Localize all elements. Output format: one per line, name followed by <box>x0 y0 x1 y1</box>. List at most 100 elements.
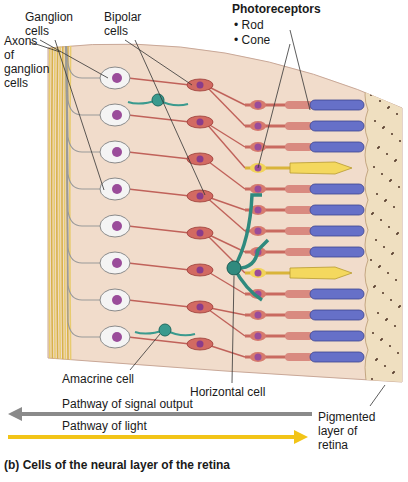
ganglion-nucleus <box>112 147 122 157</box>
receptor-nucleus <box>255 312 262 319</box>
part-label: Horizontal cell <box>190 385 265 399</box>
signal-arrow-shaft <box>20 412 312 416</box>
pigmented-layer <box>365 80 408 390</box>
rod-inner-segment <box>285 227 313 235</box>
bipolar-process <box>128 226 190 233</box>
pigment-granule <box>398 186 400 188</box>
rod-inner-segment <box>285 143 313 151</box>
figure-caption: (b) Cells of the neural layer of the ret… <box>4 458 230 472</box>
pigment-granule <box>398 306 400 308</box>
axon-fiber <box>52 30 53 380</box>
rod-outer-segment <box>310 310 364 320</box>
ganglion-cell <box>100 215 130 237</box>
bipolar-nucleus <box>197 156 204 163</box>
receptor-nucleus <box>255 186 262 193</box>
pigment-granule <box>384 200 386 202</box>
rod-inner-segment <box>285 353 313 361</box>
pigment-granule <box>375 239 377 241</box>
bipolar-cell <box>187 79 213 91</box>
pigment-granule <box>391 253 393 255</box>
pigment-granule <box>383 126 385 128</box>
rod-inner-segment <box>285 311 313 319</box>
bipolar-process <box>128 115 190 122</box>
rod-outer-segment <box>310 226 364 236</box>
pigment-granule <box>388 226 390 228</box>
leader-line <box>290 30 310 110</box>
part-label: Bipolar cells <box>104 10 154 38</box>
receptor-nucleus <box>255 123 262 130</box>
leader-line <box>55 40 104 190</box>
receptor-nucleus <box>255 228 262 235</box>
bipolar-process <box>128 263 190 270</box>
ganglion-cell <box>100 141 130 163</box>
receptor-body <box>250 184 266 194</box>
pigment-granule <box>374 120 376 122</box>
pigment-granule <box>383 246 385 248</box>
leader-line <box>40 40 108 78</box>
bipolar-process <box>128 189 190 196</box>
receptor-body <box>250 352 266 362</box>
rod-outer-segment <box>310 121 364 131</box>
synapse-fiber <box>205 122 245 147</box>
axon-fiber <box>54 30 55 380</box>
pigment-granule <box>397 232 399 234</box>
axon-fiber <box>65 30 66 380</box>
pigment-granule <box>389 180 391 182</box>
ganglion-nucleus <box>112 110 122 120</box>
ganglion-cell <box>100 289 130 311</box>
part-label: Amacrine cell <box>62 372 134 386</box>
bipolar-process <box>128 78 190 85</box>
pigment-granule <box>388 106 390 108</box>
retina-tissue <box>48 44 402 382</box>
light-arrow-shaft <box>8 435 295 439</box>
bipolar-nucleus <box>197 304 204 311</box>
ganglion-axon <box>66 40 101 78</box>
axon-fiber <box>59 30 60 380</box>
part-label: Photoreceptors <box>232 2 321 16</box>
rod-inner-segment <box>285 185 313 193</box>
pigment-granule <box>376 358 378 360</box>
pigment-granule <box>390 179 392 181</box>
ganglion-nucleus <box>112 221 122 231</box>
pigment-granule <box>372 332 374 334</box>
axon-fiber <box>62 30 63 380</box>
bipolar-nucleus <box>197 230 204 237</box>
pigment-granule <box>380 339 382 341</box>
rod-outer-segment <box>310 100 364 110</box>
bipolar-cell <box>187 301 213 313</box>
bipolar-nucleus <box>197 82 204 89</box>
pigment-granule <box>381 338 383 340</box>
pigment-granule <box>379 100 381 102</box>
ganglion-axon <box>66 40 101 189</box>
leader-line <box>130 334 160 370</box>
rod-outer-segment <box>310 247 364 257</box>
receptor-nucleus <box>255 354 262 361</box>
ganglion-axon <box>66 40 101 115</box>
pigment-granule <box>378 146 380 148</box>
cone-cell <box>290 162 352 174</box>
pigment-granule <box>381 173 383 175</box>
pigment-granule <box>372 212 374 214</box>
pigment-granule <box>395 159 397 161</box>
synapse-fiber <box>205 307 245 336</box>
pigment-granule <box>384 365 386 367</box>
pigment-granule <box>382 292 384 294</box>
receptor-nucleus <box>255 144 262 151</box>
bipolar-nucleus <box>197 267 204 274</box>
horizontal-process <box>234 195 268 300</box>
pigment-granule <box>394 160 396 162</box>
receptor-nucleus <box>255 102 262 109</box>
bipolar-nucleus <box>197 119 204 126</box>
receptor-nucleus <box>255 270 262 277</box>
ganglion-axon <box>66 40 101 337</box>
pigment-granule <box>385 319 387 321</box>
pigment-granule <box>377 147 379 149</box>
bipolar-cell <box>187 190 213 202</box>
rod-inner-segment <box>285 248 313 256</box>
rod-inner-segment <box>285 122 313 130</box>
pigment-granule <box>391 133 393 135</box>
rod-inner-segment <box>285 332 313 340</box>
part-label: Pathway of light <box>62 419 147 433</box>
leader-line <box>135 40 205 195</box>
